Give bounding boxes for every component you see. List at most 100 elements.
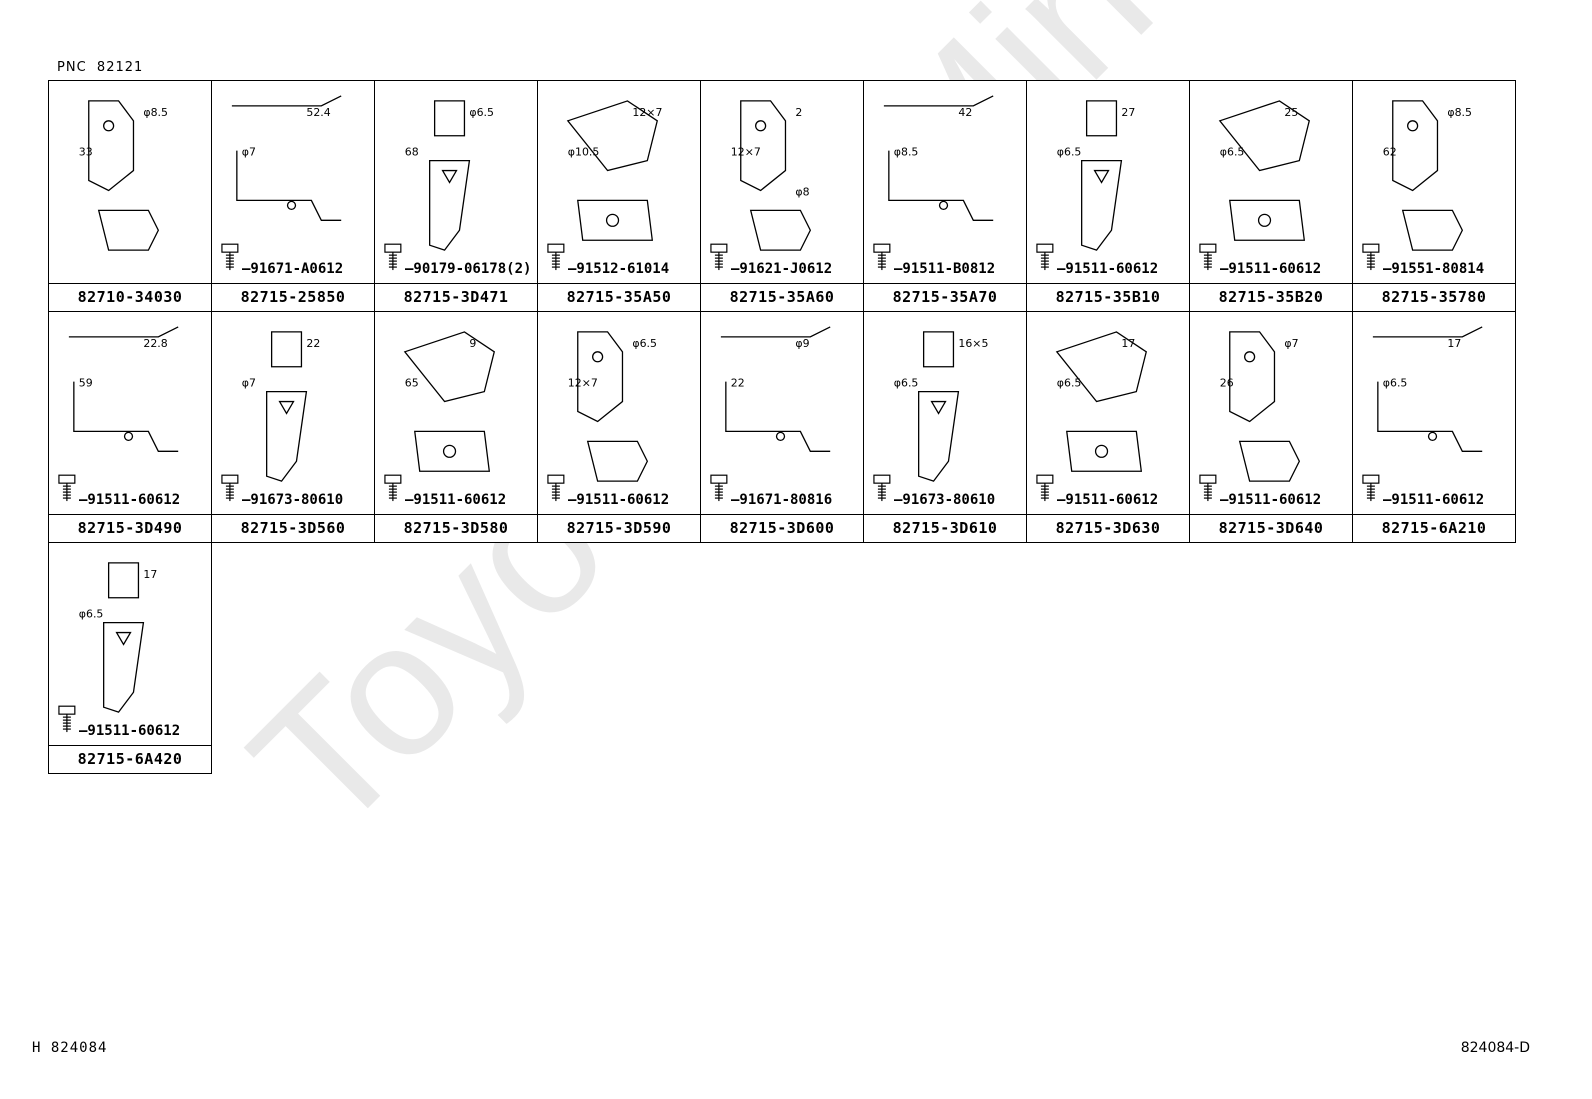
dimension-label: 9: [469, 337, 476, 350]
bracket-drawing: [103, 562, 145, 713]
dimension-label: 42: [958, 106, 972, 119]
bolt-part-number: —91511-60612: [405, 492, 507, 508]
bolt-part-number: —91511-60612: [568, 492, 670, 508]
dimension-label: 65: [405, 377, 419, 390]
dimension-label: φ7: [1284, 337, 1298, 350]
dimension-label: 17: [143, 568, 157, 581]
part-number-label: 82715-35A50: [538, 283, 700, 311]
part-number-label: 82715-35A70: [864, 283, 1026, 311]
bolt-icon: [873, 243, 891, 271]
dimension-label: φ10.5: [568, 146, 600, 159]
part-diagram: 12×7 φ10.5: [547, 100, 662, 271]
part-number-label: 82710-34030: [49, 283, 211, 311]
dimension-label: 22: [731, 377, 745, 390]
bolt-icon: [1199, 474, 1217, 502]
bolt-icon: [58, 474, 76, 502]
pnc-header: PNC 82121: [57, 60, 143, 75]
part-number-label: 82715-3D630: [1027, 514, 1189, 542]
part-number-label: 82715-3D490: [49, 514, 211, 542]
pnc-label: PNC: [57, 60, 87, 75]
bolt-part-number: —91511-B0812: [894, 261, 996, 277]
bolt-icon: [1199, 243, 1217, 271]
bolt-part-number: —91671-A0612: [242, 261, 344, 277]
part-number-label: 82715-3D560: [212, 514, 374, 542]
dimension-label: φ8.5: [143, 106, 168, 119]
dimension-label: 25: [1284, 106, 1298, 119]
bolt-part-number: —91511-60612: [1220, 492, 1322, 508]
bracket-drawing: [429, 100, 471, 251]
dimension-label: 12×7: [568, 377, 598, 390]
bolt-part-number: —91512-61014: [568, 261, 670, 277]
part-diagram: φ8.562: [1362, 100, 1472, 271]
bracket-drawing: [1081, 100, 1123, 251]
bolt-part-number: —91621-J0612: [731, 261, 833, 277]
bolt-icon: [547, 243, 565, 271]
bolt-part-number: —91511-60612: [1383, 492, 1485, 508]
bolt-icon: [221, 243, 239, 271]
bracket-drawing: [403, 331, 496, 472]
bracket-drawing: [720, 326, 831, 452]
dimension-label: 27: [1121, 106, 1135, 119]
part-number-label: 82715-3D590: [538, 514, 700, 542]
bolt-icon: [58, 705, 76, 733]
bracket-drawing: [1229, 331, 1301, 482]
dimension-label: φ9: [795, 337, 809, 350]
part-cell[interactable]: φ8.5 33 82710-34030: [48, 80, 212, 312]
dimension-label: 68: [405, 146, 419, 159]
bolt-part-number: —91673-80610: [894, 492, 996, 508]
part-diagram: 25 φ6.5: [1199, 100, 1311, 271]
dimension-label: φ7: [242, 377, 256, 390]
bracket-drawing: [740, 100, 812, 251]
dimension-label: 52.4: [306, 106, 330, 119]
part-number-label: 82715-3D610: [864, 514, 1026, 542]
dimension-label: 59: [79, 377, 93, 390]
part-diagram: φ6.512×7: [547, 331, 657, 502]
footer-drawing-id: 824084-D: [1460, 1040, 1530, 1056]
dimension-label: 22.8: [143, 337, 167, 350]
part-cell[interactable]: 9 65 —91511-60612 82715-3D580: [374, 311, 538, 543]
bracket-drawing: [266, 331, 308, 482]
part-number-label: 82715-25850: [212, 283, 374, 311]
part-number-label: 82715-3D600: [701, 514, 863, 542]
bolt-icon: [384, 243, 402, 271]
bracket-drawing: [68, 326, 179, 452]
dimension-label: 17: [1121, 337, 1135, 350]
dimension-label: 17: [1447, 337, 1461, 350]
part-number-label: 82715-3D640: [1190, 514, 1352, 542]
bolt-icon: [1036, 243, 1054, 271]
dimension-label: 12×7: [632, 106, 662, 119]
dimension-label: φ6.5: [1057, 146, 1082, 159]
part-cell[interactable]: 12×7 φ10.5 —91512-61014 82715-35A50: [537, 80, 701, 312]
bracket-drawing: [1392, 100, 1464, 251]
dimension-label: 16×5: [958, 337, 988, 350]
dimension-label: 33: [79, 146, 93, 159]
bolt-part-number: —91673-80610: [242, 492, 344, 508]
bracket-drawing: [883, 95, 994, 221]
bolt-icon: [1036, 474, 1054, 502]
pnc-value: 82121: [96, 60, 144, 75]
dimension-label: φ6.5: [1057, 377, 1082, 390]
bolt-icon: [1362, 474, 1380, 502]
part-number-label: 82715-3D580: [375, 514, 537, 542]
bolt-part-number: —90179-06178(2): [405, 261, 532, 277]
part-number-label: 82715-6A210: [1353, 514, 1515, 542]
dimension-label: φ6.5: [1220, 146, 1245, 159]
